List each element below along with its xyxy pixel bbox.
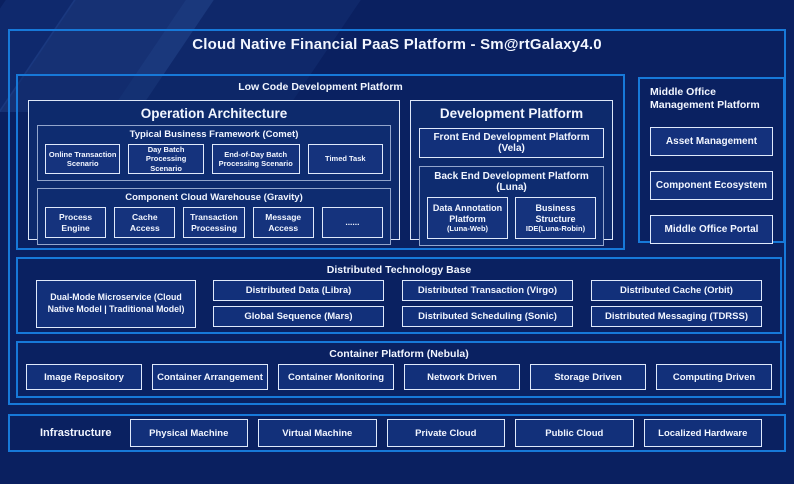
container-platform-label: Container Platform (Nebula) <box>329 348 469 360</box>
infrastructure-label: Infrastructure <box>40 427 112 439</box>
development-platform-box: Development Platform Front End Developme… <box>410 100 613 246</box>
development-platform-title: Development Platform <box>439 106 584 121</box>
gravity-item-transaction-processing: Transaction Processing <box>183 207 245 238</box>
comet-framework-group: Typical Business Framework (Comet) Onlin… <box>37 125 391 181</box>
gravity-warehouse-label: Component Cloud Warehouse (Gravity) <box>125 192 303 203</box>
distributed-technology-section: Distributed Technology Base Dual-Mode Mi… <box>16 257 782 334</box>
middle-office-item-component-ecosystem: Component Ecosystem <box>650 171 773 201</box>
back-end-platform-luna-label: Back End Development Platform (Luna) <box>434 171 589 193</box>
container-item-storage-driven: Storage Driven <box>530 364 646 390</box>
comet-item-timed-task: Timed Task <box>307 144 383 174</box>
distributed-data-libra: Distributed Data (Libra) <box>213 280 384 301</box>
distributed-transaction-virgo: Distributed Transaction (Virgo) <box>402 280 573 301</box>
container-platform-section: Container Platform (Nebula) Image Reposi… <box>16 341 782 398</box>
gravity-item-process-engine: Process Engine <box>45 207 107 238</box>
luna-item-data-annotation: Data Annotation Platform (Luna-Web) <box>427 197 508 239</box>
back-end-platform-luna-group: Back End Development Platform (Luna) Dat… <box>419 166 604 246</box>
operation-architecture-box: Operation Architecture Typical Business … <box>28 100 400 245</box>
operation-architecture-title: Operation Architecture <box>140 106 288 121</box>
middle-office-label: Middle Office Management Platform <box>650 86 760 112</box>
luna-item-name: Data Annotation Platform <box>432 202 503 224</box>
luna-item-sub: (Luna-Web) <box>446 224 489 234</box>
platform-frame <box>8 29 786 405</box>
gravity-item-cache-access: Cache Access <box>114 207 176 238</box>
luna-item-sub: IDE(Luna-Robin) <box>525 224 586 234</box>
distributed-messaging-tdrss: Distributed Messaging (TDRSS) <box>591 306 762 327</box>
infra-item-physical-machine: Physical Machine <box>129 419 249 447</box>
middle-office-item-asset-management: Asset Management <box>650 127 773 157</box>
front-end-platform-vela: Front End Development Platform (Vela) <box>419 128 604 158</box>
distributed-cache-orbit: Distributed Cache (Orbit) <box>591 280 762 301</box>
container-item-network-driven: Network Driven <box>404 364 520 390</box>
container-item-arrangement: Container Arrangement <box>152 364 268 390</box>
dual-mode-microservice-box: Dual-Mode Microservice (Cloud Native Mod… <box>36 280 196 328</box>
container-item-monitoring: Container Monitoring <box>278 364 394 390</box>
container-item-computing-driven: Computing Driven <box>656 364 772 390</box>
middle-office-section: Middle Office Management Platform Asset … <box>638 77 785 245</box>
global-sequence-mars: Global Sequence (Mars) <box>213 306 384 327</box>
page-title: Cloud Native Financial PaaS Platform - S… <box>192 36 602 53</box>
comet-item-day-batch: Day Batch Processing Scenario <box>128 144 204 174</box>
infra-item-virtual-machine: Virtual Machine <box>258 419 377 447</box>
comet-item-end-of-day-batch: End-of-Day Batch Processing Scenario <box>211 144 300 174</box>
infrastructure-section: Infrastructure Physical Machine Virtual … <box>8 414 786 452</box>
distributed-technology-label: Distributed Technology Base <box>326 264 472 276</box>
gravity-item-more: ...... <box>321 207 384 238</box>
luna-item-business-structure: Business Structure IDE(Luna-Robin) <box>515 197 596 239</box>
infra-item-localized-hardware: Localized Hardware <box>643 419 763 447</box>
luna-item-name: Business Structure <box>535 202 576 224</box>
gravity-warehouse-group: Component Cloud Warehouse (Gravity) Proc… <box>37 188 391 245</box>
container-item-image-repository: Image Repository <box>26 364 142 390</box>
infra-item-private-cloud: Private Cloud <box>386 419 506 447</box>
low-code-platform-label: Low Code Development Platform <box>238 81 403 93</box>
comet-framework-label: Typical Business Framework (Comet) <box>129 129 299 140</box>
comet-item-online-transaction: Online Transaction Scenario <box>45 144 121 174</box>
distributed-scheduling-sonic: Distributed Scheduling (Sonic) <box>402 306 573 327</box>
infra-item-public-cloud: Public Cloud <box>515 419 634 447</box>
gravity-item-message-access: Message Access <box>252 207 314 238</box>
middle-office-item-portal: Middle Office Portal <box>650 215 773 245</box>
